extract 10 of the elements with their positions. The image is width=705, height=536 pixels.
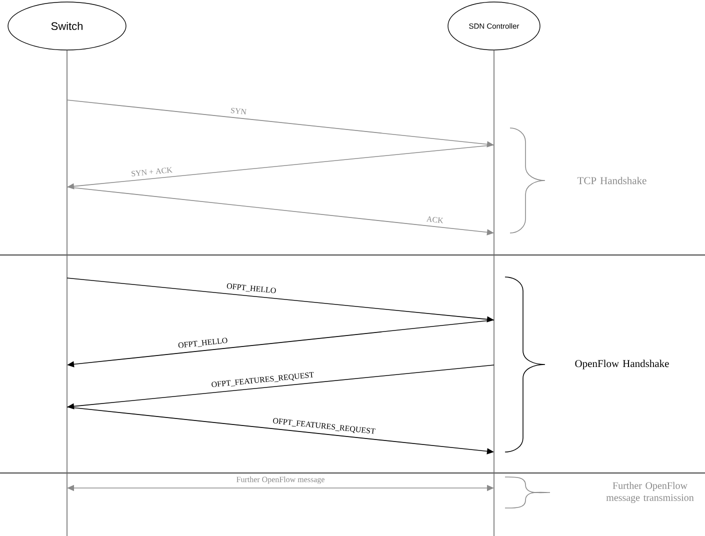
- edge-label: OFPT_HELLO: [176, 336, 230, 350]
- bracket-label: TCP Handshake: [577, 176, 646, 184]
- bracket-label: Further OpenFlow message transmission: [606, 482, 694, 504]
- bracket-label: OpenFlow Handshake: [575, 360, 669, 370]
- edge-label: Further OpenFlow message: [235, 476, 326, 485]
- edge-label: SYN + ACK: [130, 166, 174, 178]
- edge-label: SYN: [229, 106, 248, 116]
- edge-label: OFPT_HELLO: [225, 282, 278, 296]
- edge-label: ACK: [425, 215, 445, 224]
- ellipse-node: Switch: [8, 2, 126, 50]
